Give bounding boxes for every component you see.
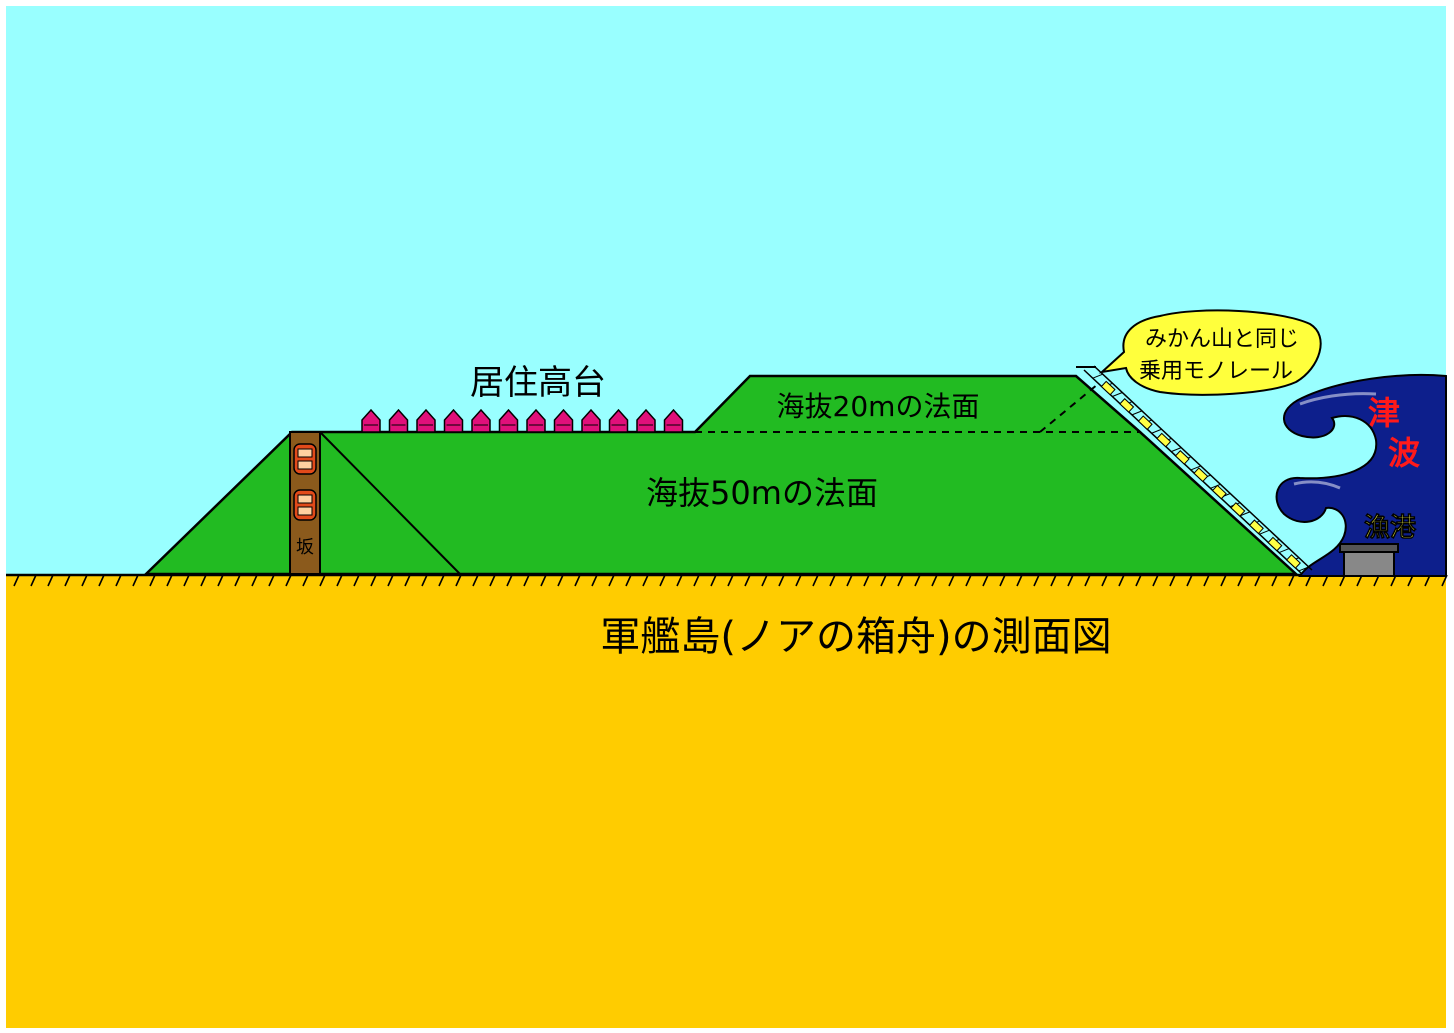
monorail-callout-line2: 乗用モノレール [1139, 359, 1293, 384]
ground-hatch-marks [13, 574, 1448, 587]
fishing-port-label: 漁港 [1364, 513, 1417, 543]
monorail-car [1230, 502, 1246, 517]
house [361, 408, 381, 433]
ground [6, 574, 1446, 1028]
monorail-car [1174, 450, 1190, 465]
monorail-car [1137, 415, 1153, 431]
monorail-car [1193, 467, 1209, 483]
monorail-car [1211, 484, 1227, 500]
house [553, 408, 574, 433]
fishing-port-building [1339, 543, 1399, 577]
house [663, 408, 684, 433]
monorail-car [1267, 536, 1283, 552]
monorail-car [1156, 432, 1172, 448]
upper-slope-label: 海抜20mの法面 [777, 390, 980, 423]
cars-group [293, 443, 317, 521]
house [388, 408, 409, 433]
main-slope-label: 海抜50mの法面 [646, 474, 878, 512]
monorail-car [1248, 519, 1264, 535]
house [608, 408, 629, 433]
house [443, 408, 464, 433]
slope-road-label: 坂 [296, 537, 314, 558]
monorail-car [1119, 398, 1135, 413]
monorail-car [1285, 554, 1301, 569]
inner-slope-line [319, 431, 461, 575]
house [636, 408, 656, 433]
residential-plateau-label: 居住高台 [470, 363, 606, 403]
houses-row [361, 408, 684, 433]
house [581, 408, 601, 433]
monorail-callout [1098, 309, 1322, 396]
tsunami-wave [1275, 373, 1447, 577]
house [526, 408, 546, 433]
monorail [1076, 365, 1313, 575]
main-slope-hill [142, 374, 1300, 576]
tsunami-label: 津波 [1368, 394, 1420, 472]
house [416, 408, 436, 433]
car [293, 443, 317, 475]
car [293, 489, 317, 521]
house [471, 408, 491, 433]
house [498, 408, 519, 433]
monorail-callout-line1: みかん山と同じ [1145, 327, 1299, 352]
monorail-car [1100, 380, 1116, 396]
diagram-caption: 軍艦島(ノアの箱舟)の測面図 [600, 614, 1111, 660]
